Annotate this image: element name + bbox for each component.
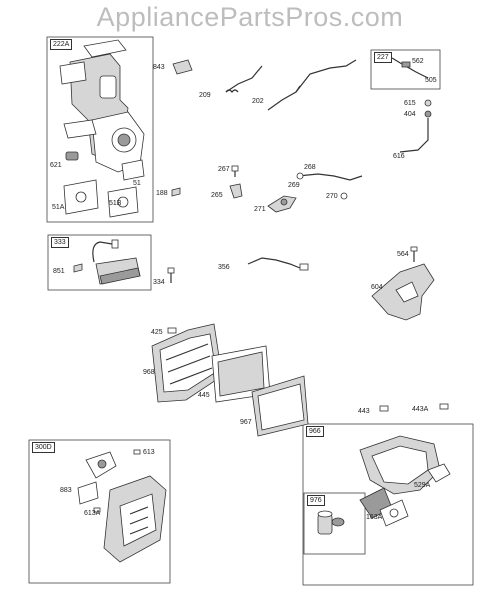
part-label-564: 564	[397, 251, 409, 258]
nut-615	[424, 99, 432, 107]
group-box-976	[303, 492, 366, 555]
screw-334	[167, 267, 175, 283]
part-label-445: 445	[198, 392, 210, 399]
part-label-613a: 613A	[84, 510, 101, 517]
group-box-227	[370, 49, 441, 90]
air-cleaner-base-968	[151, 323, 223, 403]
part-label-268: 268	[304, 164, 316, 171]
screw-564	[410, 246, 418, 262]
part-label-209: 209	[199, 92, 211, 99]
part-label-202: 202	[252, 98, 264, 105]
screw-188	[171, 187, 181, 197]
group-box-222a	[46, 36, 154, 223]
part-label-562: 562	[412, 58, 424, 65]
part-843	[172, 59, 193, 75]
part-label-425: 425	[151, 329, 163, 336]
group-label-333: 333	[51, 237, 69, 248]
part-label-269: 269	[288, 182, 300, 189]
air-filter-445	[211, 345, 271, 403]
fuel-bowl-621	[65, 151, 79, 161]
pre-filter-967	[251, 375, 309, 437]
part-label-404: 404	[404, 111, 416, 118]
part-label-270: 270	[326, 193, 338, 200]
carburetor-body	[59, 39, 145, 173]
throttle-cable-268	[296, 172, 363, 181]
screw-267	[231, 165, 239, 177]
part-label-851: 851	[53, 268, 65, 275]
part-label-967: 967	[240, 419, 252, 426]
elbow-529a	[427, 463, 451, 483]
housing-966	[359, 435, 441, 519]
washer-270	[340, 192, 348, 200]
part-label-356: 356	[218, 264, 230, 271]
part-label-613: 613	[143, 449, 155, 456]
part-label-443: 443	[358, 408, 370, 415]
part-label-621: 621	[50, 162, 62, 169]
group-box-300d	[28, 439, 171, 584]
governor-link-202	[267, 59, 357, 111]
part-label-265: 265	[211, 192, 223, 199]
muffler-300d	[85, 451, 167, 563]
part-label-968: 968	[143, 369, 155, 376]
part-label-188: 188	[156, 190, 168, 197]
part-label-443a: 443A	[412, 406, 429, 413]
bracket-227	[391, 57, 429, 79]
screw-443a	[439, 403, 449, 410]
part-851	[73, 263, 83, 273]
screw-613	[133, 449, 141, 455]
ignition-coil-333	[92, 239, 141, 285]
group-box-966	[302, 423, 474, 586]
rod-616	[399, 118, 429, 153]
part-label-163a: 163A	[366, 514, 383, 521]
part-404	[424, 110, 432, 118]
screw-613a	[93, 507, 101, 513]
group-label-222a: 222A	[50, 39, 73, 50]
part-label-51: 51	[133, 180, 141, 187]
part-label-615: 615	[404, 100, 416, 107]
group-label-300d: 300D	[32, 442, 55, 453]
part-label-505: 505	[425, 77, 437, 84]
gasket-51b	[107, 186, 139, 218]
group-label-227: 227	[374, 52, 392, 63]
gasket-51	[121, 159, 145, 181]
breather-976	[317, 510, 345, 535]
screw-425	[167, 327, 177, 334]
part-label-271: 271	[254, 206, 266, 213]
part-label-843: 843	[153, 64, 165, 71]
linkage-spring-209	[225, 65, 263, 93]
site-watermark-title: AppliancePartsPros.com	[96, 2, 404, 32]
gasket-163a	[379, 499, 409, 527]
gasket-883	[77, 481, 99, 505]
part-label-883: 883	[60, 487, 72, 494]
part-label-51b: 51B	[109, 200, 122, 207]
shield-604	[371, 263, 435, 321]
group-label-966: 966	[306, 426, 324, 437]
part-label-334: 334	[153, 279, 165, 286]
bracket-265	[229, 183, 243, 199]
group-box-333	[47, 234, 152, 291]
part-label-604: 604	[371, 284, 383, 291]
gasket-51a	[63, 179, 99, 215]
part-label-529a: 529A	[414, 482, 431, 489]
ground-wire-356	[247, 257, 309, 271]
part-label-51a: 51A	[52, 204, 65, 211]
lever-271	[267, 195, 297, 213]
part-label-616: 616	[393, 153, 405, 160]
part-label-267: 267	[218, 166, 230, 173]
screw-443	[379, 405, 389, 412]
group-label-976: 976	[307, 495, 325, 506]
